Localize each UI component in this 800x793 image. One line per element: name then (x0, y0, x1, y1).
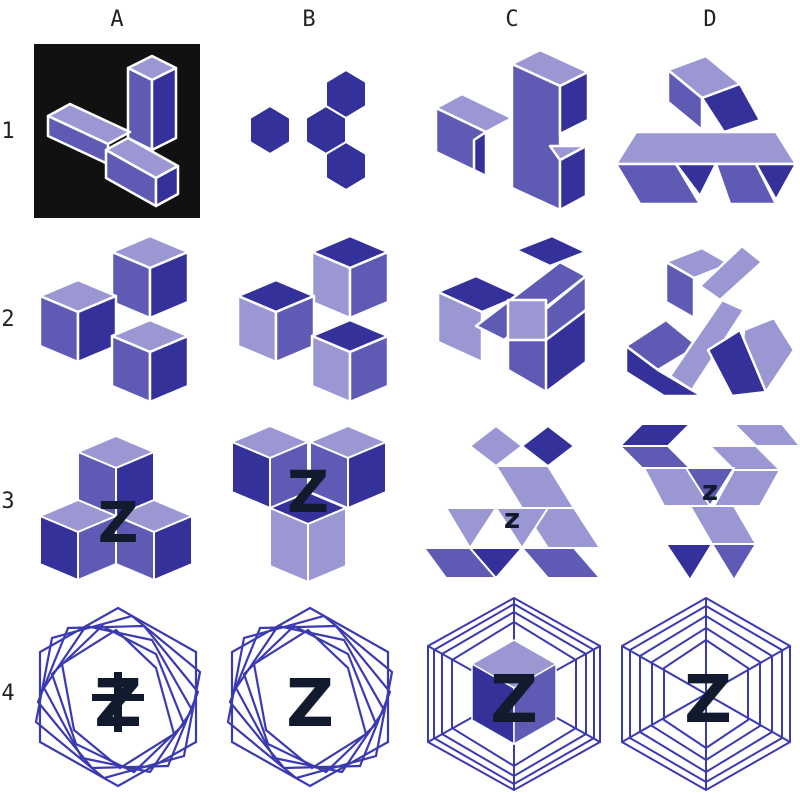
logo-a3-cube-trio-z: Z (39, 435, 193, 581)
logo-c3-triangle-rhombi-z: z (423, 425, 601, 579)
logo-a4-spiral-hexagon-z: Z (34, 606, 202, 788)
column-label-c: C (505, 7, 518, 32)
logo-d3-inverted-triangle-rhombi-z: z (619, 423, 800, 581)
row-label-4: 4 (1, 681, 14, 706)
z-letter-small-icon: z (504, 502, 520, 535)
z-letter-icon: Z (684, 661, 732, 738)
logo-d2-twisted-triangle (624, 244, 796, 398)
row-label-1: 1 (1, 119, 14, 144)
logo-a2-cube-cluster (38, 234, 190, 404)
column-label-b: B (302, 7, 315, 32)
z-letter-icon: Z (287, 458, 329, 526)
logo-d4-nested-hexagon-web-z: Z (621, 596, 791, 792)
z-letter-icon: Z (490, 661, 538, 738)
logo-b4-spiral-hexagon-z: Z (226, 606, 394, 788)
z-letter-small-icon: z (702, 474, 718, 507)
logo-c2-crossed-bars (436, 234, 588, 394)
logo-c4-nested-hexagon-cube-z: Z (427, 596, 601, 792)
logo-a1-tripod-dark-panel (34, 44, 200, 218)
logo-d1-impossible-triangle-bars (614, 54, 798, 206)
z-letter-icon: Z (286, 665, 334, 742)
z-letter-icon: Z (98, 491, 139, 556)
logo-c1-interlocked-bars (434, 48, 590, 212)
logo-b2-cube-cluster-reversed (236, 234, 390, 404)
row-label-2: 2 (1, 307, 14, 332)
column-label-a: A (110, 7, 123, 32)
logo-b1-four-hexagons (249, 68, 367, 192)
row-label-3: 3 (1, 489, 14, 514)
column-label-d: D (703, 7, 716, 32)
logo-b3-cube-trio-z: Z (231, 425, 387, 583)
